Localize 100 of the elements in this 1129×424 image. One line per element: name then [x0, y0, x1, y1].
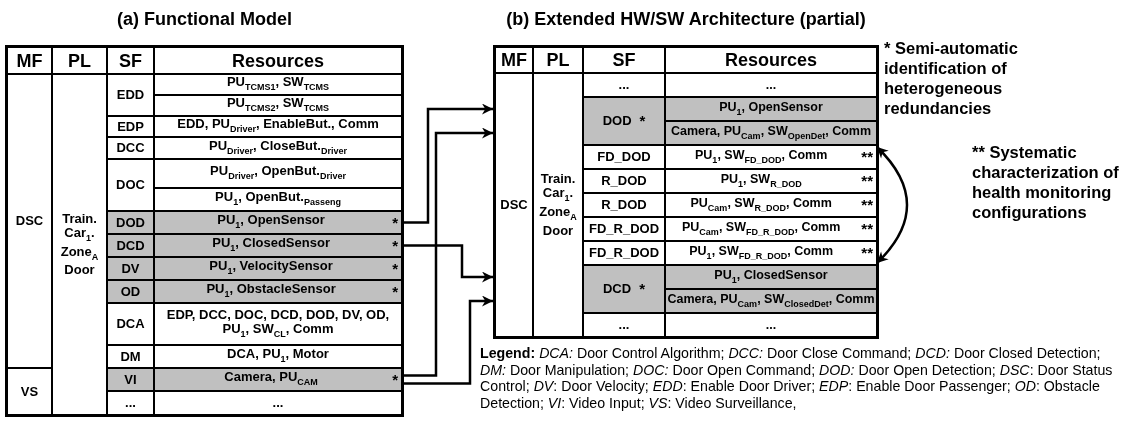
table-cell [154, 159, 402, 188]
table-cell [665, 241, 877, 265]
table-cell [154, 368, 402, 391]
cell-text: PU$_{1}$, OpenSensor [216, 213, 326, 232]
cell-text: ... [125, 396, 136, 410]
header-cell [495, 47, 533, 73]
footnote-mark: * [392, 372, 398, 387]
cell-text: R_DOD [601, 198, 647, 212]
cell-text: Train. Car$_{1}$. Zone$_{A}$ Door [539, 172, 577, 238]
table-cell [583, 241, 665, 265]
cell-text: FD_R_DOD [588, 246, 660, 260]
table-cell [154, 74, 402, 95]
cell-text: ... [271, 396, 285, 410]
table-cell [154, 303, 402, 345]
cell-text: DOD [602, 114, 632, 128]
footnote-mark: ** [861, 150, 873, 164]
cell-text: Camera, PU$_{Cam}$, SW$_{OpenDet}$, Comm [669, 123, 873, 143]
footnote-mark: * [639, 282, 645, 296]
table-cell [665, 97, 877, 121]
cell-text: EDP [117, 119, 144, 134]
footnote-mark: * [392, 215, 398, 230]
table-cell [583, 217, 665, 241]
arrow [402, 103, 493, 224]
cell-text: DCA, PU$_{1}$, Motor [226, 347, 330, 366]
cell-text: DCD [116, 238, 145, 253]
table-cell [107, 368, 154, 391]
cell-text: DOD [116, 215, 145, 230]
cell-text: PU$_{1}$, SW$_{R_DOD}$ [719, 171, 803, 191]
cell-text: Train. Car$_{1}$. Zone$_{A}$ Door [59, 211, 100, 278]
cell-text: DCC [116, 141, 145, 155]
cell-text: DM [120, 349, 141, 364]
cell-text: PU$_{TCMS2}$, SW$_{TCMS}$ [225, 96, 331, 115]
cell-text: PU$_{1}$, ClosedSensor [713, 267, 829, 287]
table-title: (a) Functional Model [116, 9, 293, 30]
table-cell [107, 303, 154, 345]
header-cell [154, 47, 402, 74]
table-cell [107, 257, 154, 280]
cell-text: PU$_{1}$, SW$_{FD_DOD}$, Comm [694, 147, 829, 167]
table-cell [107, 345, 154, 368]
header-cell [665, 47, 877, 73]
table-cell [154, 345, 402, 368]
table-cell [665, 73, 877, 97]
table-cell [7, 74, 52, 368]
footnote-mark: * [639, 114, 646, 128]
table-cell [665, 313, 877, 337]
annotation-text: * Semi-automatic identification of heterogeneous redundancies [884, 38, 1019, 118]
cell-text: VS [20, 384, 39, 399]
table-cell [107, 280, 154, 303]
table-cell [154, 391, 402, 415]
header-cell [107, 47, 154, 74]
arrow [402, 244, 493, 283]
cell-text: FD_R_DOD [588, 222, 660, 236]
table-cell [665, 169, 877, 193]
cell-text: PU$_{Driver}$, OpenBut.$_{Driver}$ [209, 164, 347, 183]
cell-text: PU$_{1}$, ObstacleSensor [205, 282, 337, 301]
cell-text: PU$_{Cam}$, SW$_{FD_R_DOD}$, Comm [681, 219, 842, 239]
table-cell [495, 73, 533, 337]
table-cell [107, 391, 154, 415]
table-cell [583, 97, 665, 145]
header-cell [583, 47, 665, 73]
legend-text: Legend: DCA: Door Control Algorithm; DCC: Door Close Command; DCD: Door Closed Detection; DM: Door Manipulation; DOC: Door Open Command; DOD: Door Open Detection; DSC: Door Status Control; DV: Door Velocity; EDD: Enable Door Driver; EDP: Enable Door Passenger; OD: Obstacle Detection; VI: Video Input; VS: Video Surveillance, [480, 345, 1114, 411]
cell-text: EDD, PU$_{Driver}$, EnableBut., Comm [176, 117, 380, 136]
table-cell [7, 368, 52, 415]
table-cell [583, 145, 665, 169]
cell-text: VI [124, 372, 137, 387]
cell-text: ... [618, 318, 630, 332]
table-cell [107, 74, 154, 116]
table-cell [583, 193, 665, 217]
arrow [402, 295, 493, 385]
footnote-mark: ** [861, 222, 873, 236]
cell-text: PU$_{1}$, VelocitySensor [208, 259, 334, 278]
table-cell [154, 257, 402, 280]
table-cell [107, 234, 154, 257]
table-cell [154, 116, 402, 137]
table-cell [154, 95, 402, 116]
cell-text: PU$_{1}$, OpenSensor [718, 99, 824, 119]
cell-text: DSC [500, 198, 528, 212]
cell-text: ... [764, 78, 778, 92]
table-cell [665, 193, 877, 217]
table-cell [52, 74, 107, 415]
cell-text: DCD [603, 282, 632, 296]
cell-text: DCA [116, 317, 145, 331]
table-cell [665, 145, 877, 169]
footnote-mark: * [392, 284, 398, 299]
table-cell [107, 116, 154, 137]
table-cell [533, 73, 583, 337]
cell-text: Resources [723, 53, 819, 67]
table-cell [107, 137, 154, 159]
cell-text: DSC [15, 214, 44, 228]
table-cell [107, 159, 154, 211]
footnote-mark: ** [861, 174, 873, 188]
table-cell [583, 313, 665, 337]
cell-text: ... [618, 78, 630, 92]
table-cell [583, 169, 665, 193]
cell-text: PU$_{Driver}$, CloseBut.$_{Driver}$ [208, 138, 348, 158]
cell-text: DV [121, 261, 140, 276]
table-cell [154, 280, 402, 303]
table-cell [665, 217, 877, 241]
cell-text: OD [120, 284, 141, 299]
cell-text: PU$_{1}$, ClosedSensor [211, 236, 331, 255]
